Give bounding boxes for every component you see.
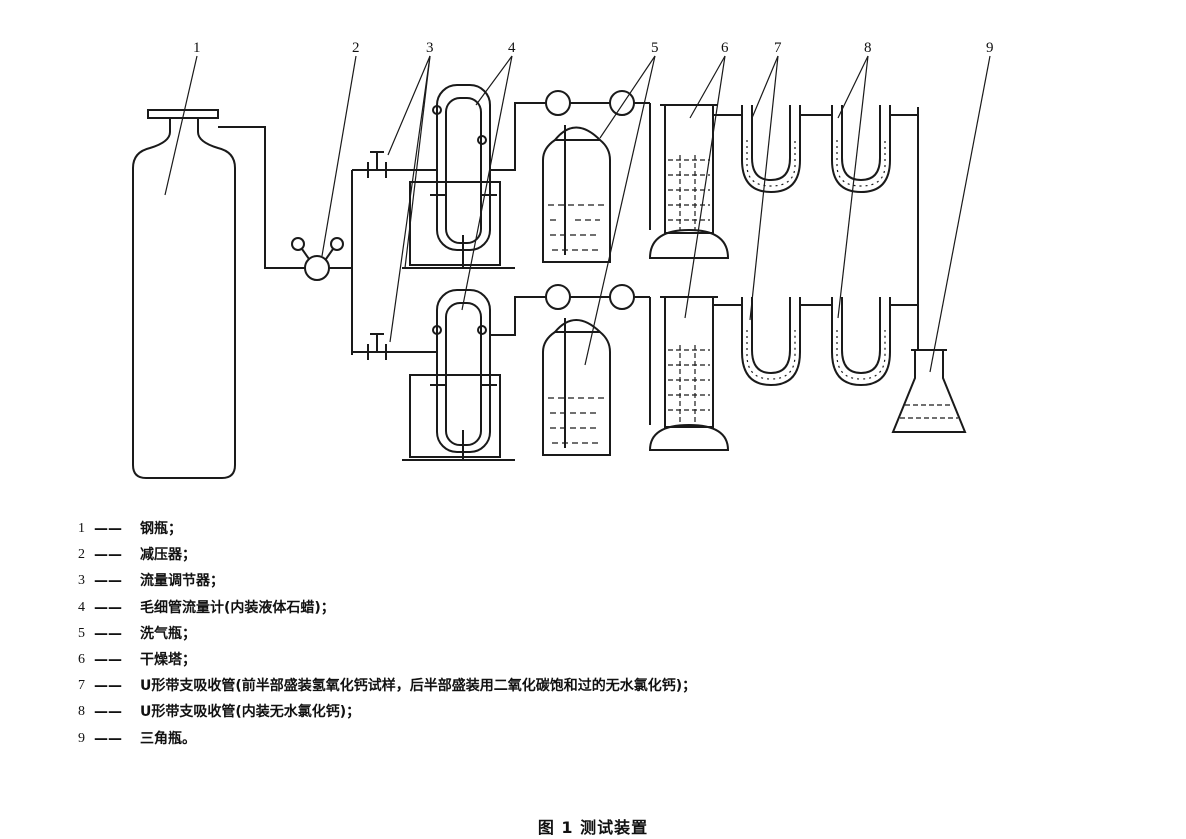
capillary-flowmeter: [402, 84, 515, 461]
legend-dash: ——: [94, 599, 122, 616]
legend-text: 三角瓶。: [140, 730, 196, 747]
liquid-level: [548, 204, 605, 444]
label-4: 4: [508, 40, 516, 56]
legend-text: 洗气瓶；: [140, 625, 196, 642]
steel-cylinder: [132, 109, 236, 479]
label-2: 2: [352, 40, 360, 56]
flow-regulator: [367, 151, 387, 360]
legend-dash: ——: [94, 678, 122, 695]
legend-dash: ——: [94, 652, 122, 669]
apparatus-diagram: 1 2 3 4 5 6 7 8 9: [132, 40, 994, 479]
pipe: [490, 102, 610, 336]
legend-item: 1 —— 钢瓶；: [78, 516, 696, 542]
legend-num: 8: [78, 704, 85, 720]
legend-num: 1: [78, 521, 85, 536]
legend-item: 2 —— 减压器；: [78, 542, 696, 568]
pipe: [329, 169, 437, 355]
u-tube-packing: [746, 140, 886, 380]
legend-text: 减压器；: [140, 547, 196, 564]
legend: 1 —— 钢瓶； 2 —— 减压器； 3 —— 流量调节器； 4 —— 毛细管流量计(内装液体石…: [78, 516, 696, 752]
label-5: 5: [651, 40, 659, 56]
legend-dash: ——: [94, 625, 122, 642]
pressure-regulator: [291, 237, 344, 281]
legend-num: 3: [78, 573, 85, 589]
legend-num: 7: [78, 678, 85, 694]
conical-flask: [891, 349, 967, 433]
flask-liquid: [900, 404, 958, 419]
legend-dash: ——: [94, 704, 122, 721]
legend-item: 3 —— 流量调节器；: [78, 568, 696, 594]
legend-text: 流量调节器；: [140, 573, 224, 590]
legend-dash: ——: [94, 573, 122, 590]
legend-item: 9 —— 三角瓶。: [78, 726, 696, 752]
legend-text: 干燥塔；: [140, 652, 196, 669]
legend-text: 钢瓶；: [140, 521, 182, 537]
label-8: 8: [864, 40, 872, 56]
pipe: [713, 107, 919, 350]
label-9: 9: [986, 40, 994, 56]
legend-text: U形带支吸收管(前半部盛装氢氧化钙试样，后半部盛装用二氧化碳饱和过的无水氯化钙)…: [140, 678, 697, 695]
legend-num: 4: [78, 599, 85, 615]
pipe: [218, 126, 305, 269]
legend-item: 5 —— 洗气瓶；: [78, 621, 696, 647]
legend-item: 7 —— U形带支吸收管(前半部盛装氢氧化钙试样，后半部盛装用二氧化碳饱和过的无水氯…: [78, 673, 696, 699]
legend-dash: ——: [94, 547, 122, 564]
legend-dash: ——: [94, 521, 122, 537]
legend-dash: ——: [94, 730, 122, 747]
u-tube-absorber: [741, 105, 891, 387]
legend-item: 4 —— 毛细管流量计(内装液体石蜡)；: [78, 595, 696, 621]
gas-washing-bottle: [542, 90, 651, 456]
legend-num: 2: [78, 547, 85, 563]
label-6: 6: [721, 40, 729, 56]
label-7: 7: [774, 40, 782, 56]
legend-item: 8 —— U形带支吸收管(内装无水氯化钙)；: [78, 699, 696, 725]
legend-num: 9: [78, 730, 85, 746]
legend-num: 6: [78, 652, 85, 668]
figure-caption: 图 1 测试装置: [537, 818, 649, 837]
drying-tower: [648, 104, 730, 451]
legend-num: 5: [78, 625, 85, 641]
legend-text: U形带支吸收管(内装无水氯化钙)；: [140, 704, 361, 721]
legend-text: 毛细管流量计(内装液体石蜡)；: [140, 599, 335, 616]
legend-item: 6 —— 干燥塔；: [78, 647, 696, 673]
desiccant-granules: [668, 155, 710, 425]
label-1: 1: [193, 40, 201, 56]
label-3: 3: [426, 40, 434, 56]
